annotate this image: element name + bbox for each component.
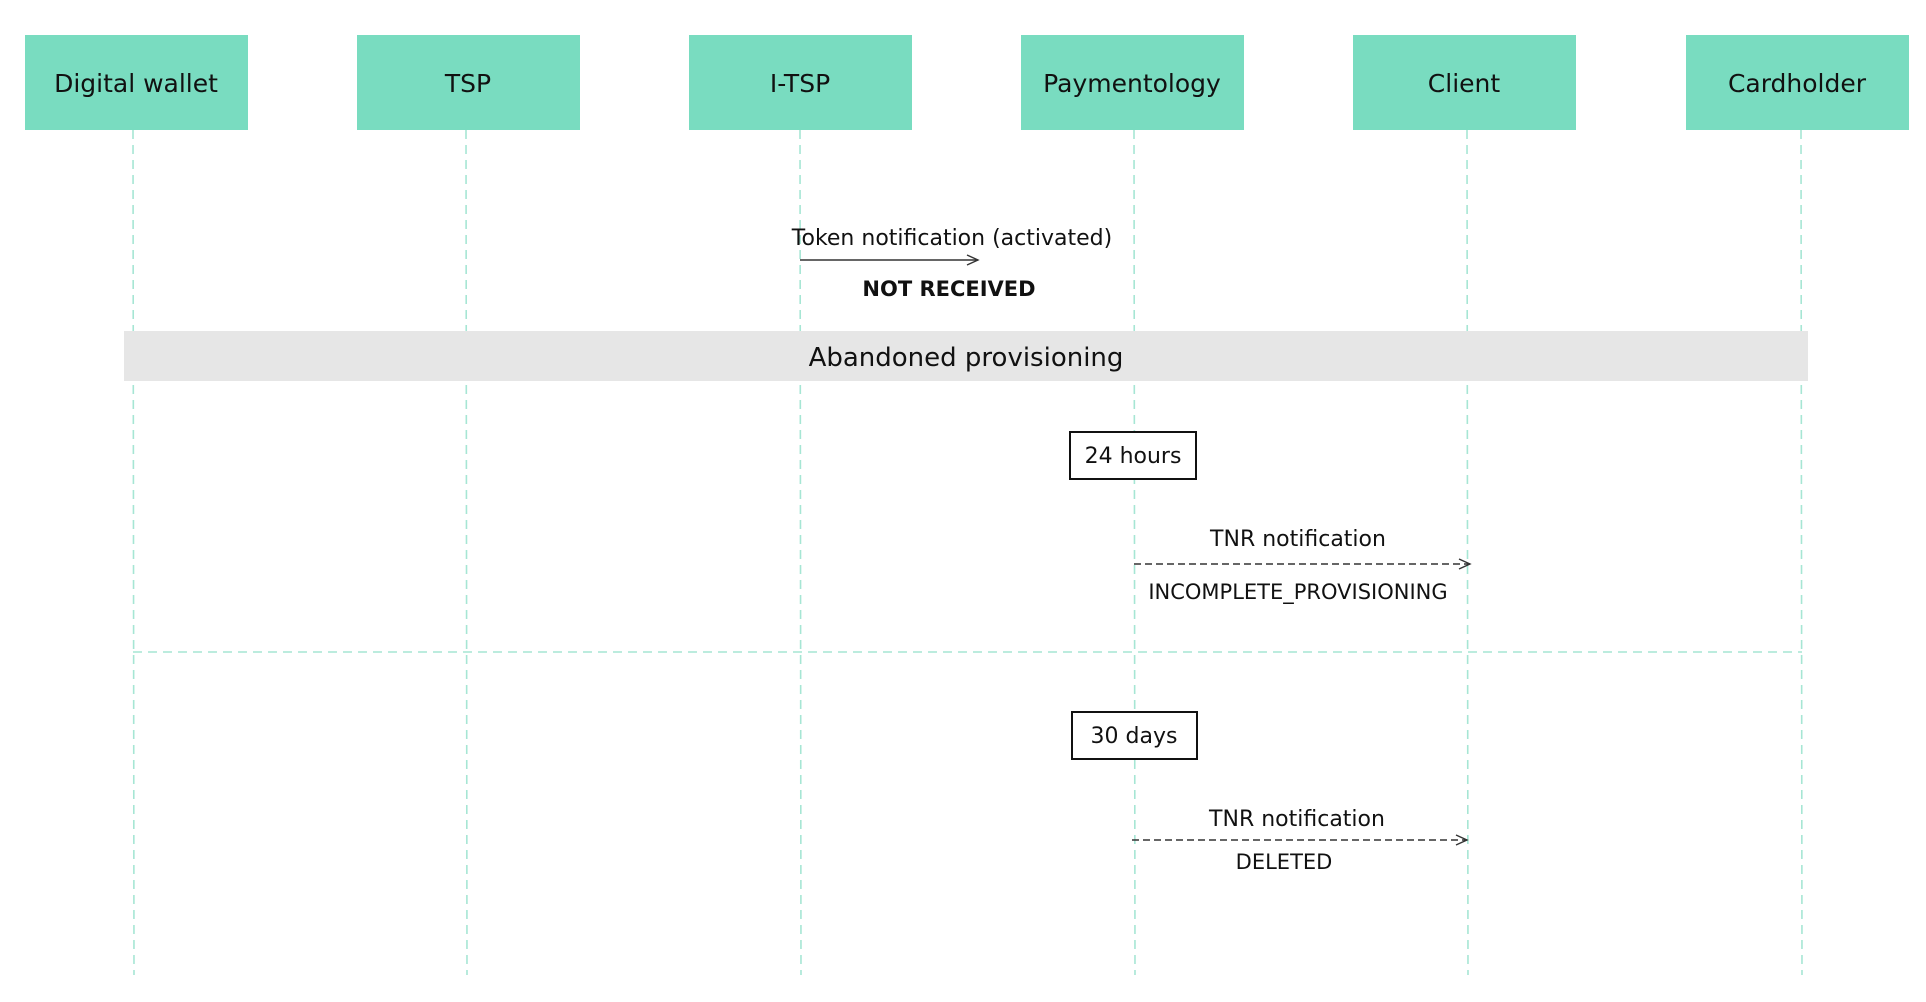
lifeline-cardholder [1800,129,1803,976]
participant-label: TSP [444,69,491,98]
band-label: Abandoned provisioning [809,343,1124,373]
lifeline-i-tsp [799,129,802,976]
message-token-notification: Token notification (activated) NOT RECEI… [791,226,1112,301]
participant-label: Paymentology [1043,69,1221,98]
message-tnr-incomplete: TNR notification INCOMPLETE_PROVISIONING [1134,527,1472,605]
participant-label: I-TSP [770,69,830,98]
timer-label: 24 hours [1085,444,1182,469]
message-status: INCOMPLETE_PROVISIONING [1148,580,1447,605]
message-status: NOT RECEIVED [862,277,1035,301]
lifeline-tsp [465,129,468,976]
timer-24-hours: 24 hours [1069,431,1197,480]
timer-30-days: 30 days [1071,711,1198,760]
participants: Digital wallet TSP I-TSP Paymentology Cl… [25,35,1909,130]
abandoned-provisioning-band: Abandoned provisioning [124,331,1808,381]
participant-cardholder: Cardholder [1686,35,1909,130]
message-label: TNR notification [1209,527,1386,552]
timer-label: 30 days [1091,724,1178,749]
participant-label: Cardholder [1728,69,1867,98]
participant-i-tsp: I-TSP [689,35,912,130]
participant-paymentology: Paymentology [1021,35,1244,130]
message-tnr-deleted: TNR notification DELETED [1132,807,1469,874]
message-status: DELETED [1236,850,1333,874]
lifeline-client [1466,129,1469,976]
participant-client: Client [1353,35,1576,130]
message-label: TNR notification [1208,807,1385,832]
lifeline-paymentology [1133,129,1136,976]
message-label: Token notification (activated) [791,226,1112,251]
participant-label: Client [1428,69,1501,98]
participant-digital-wallet: Digital wallet [25,35,248,130]
lifeline-digital-wallet [132,129,135,976]
participant-tsp: TSP [357,35,580,130]
participant-label: Digital wallet [54,69,218,98]
lifelines [132,129,1803,976]
